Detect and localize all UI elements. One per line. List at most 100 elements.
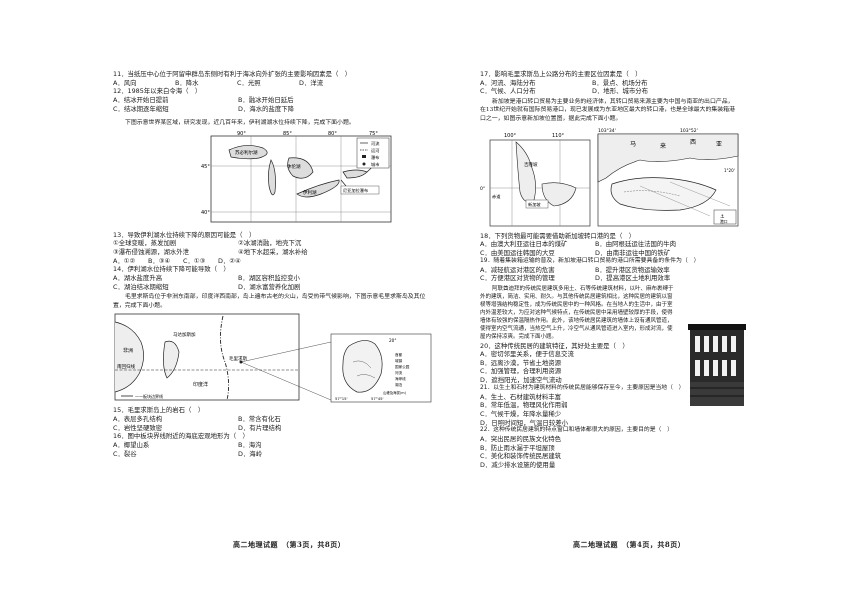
question-20: 20．这种传统民居的建筑特征，其好处主要是（ ） <box>480 341 629 350</box>
latitude-label: 20° <box>389 338 396 343</box>
option: B．常年低温，物理风化作用弱 <box>480 401 568 410</box>
longitude-label: 80° <box>328 131 337 137</box>
passage-great-lakes: 下图示意世界某区域，研究发现，近几百年来，伊利湖湖水位持续下降，完成下面小题。 <box>125 120 355 127</box>
legend-label: 湖泊 <box>395 382 403 387</box>
option: D．由南非运往中国的铁矿 <box>595 248 671 257</box>
legend-label: 海岸线 <box>395 376 406 381</box>
question-15-options-row1: A．表层多孔结构 B．常含有化石 <box>113 415 443 424</box>
question-16-options-row1: A．椰望山系 B．海沟 <box>113 441 443 450</box>
legend-label: 国家公园 <box>395 364 410 369</box>
map-label: 来 <box>660 143 666 150</box>
option: B．降水 <box>175 78 199 87</box>
passage-dubai: 阿联酋迪拜的传统民居建筑多用土、石等传统建筑材料，以叶、麻布裹缚于外的建筑，简洁… <box>480 285 674 340</box>
option: C．美化和装饰传统民居建筑 <box>480 452 562 461</box>
option: C．裂谷 <box>113 449 137 458</box>
question-17: 17．影响毛里求斯岛上公路分布的主要区位因素是（ ） <box>480 70 642 78</box>
option: C．由美国运往韩国的大豆 <box>480 248 555 257</box>
statement-item: ①全球变暖，蒸发加剧 <box>113 239 177 248</box>
option: B．融冰开始日延后 <box>238 95 294 104</box>
option: D．减少排水设施的使用量 <box>480 460 556 469</box>
question-13: 13．导致伊利湖水位持续下降的原因可能是（ ） <box>113 230 256 239</box>
place-label: 伊利湖 <box>303 189 317 196</box>
map-label: 新加坡 <box>528 201 541 208</box>
option: B．防止雨水漏于平坦屋顶 <box>480 443 555 452</box>
map-label: 马 <box>630 140 636 148</box>
map-label: 马达加斯加 <box>173 331 196 338</box>
option: A．湖水盐度升高 <box>113 273 163 282</box>
option: B．提升港区货物运输效率 <box>595 265 670 274</box>
question-11: 11．当纸压中心位于阿留申群岛东侧时有利于海冰向外扩张的主要影响因素是（ ） <box>113 70 352 78</box>
option: A．①② <box>113 256 136 265</box>
option: C．方便港区对货物的管理 <box>480 274 555 283</box>
option: B．由阿根廷运往法国的牛肉 <box>595 240 677 249</box>
longitude-label: 57°45' <box>371 396 384 401</box>
wind-tower-photo <box>682 318 752 408</box>
question-16-options-row2: C．裂谷 D．海岭 <box>113 450 443 459</box>
question-15: 15．毛里求斯岛上的岩石（ ） <box>113 406 205 415</box>
option: C．加强管理，合理利用资源 <box>480 367 562 376</box>
place-label: 苏必利尔湖 <box>235 149 258 156</box>
question-17-options-row2: C．气候、人口分布 D．地形、城市分布 <box>480 87 740 96</box>
option: D．日照时间短，气温日较差小 <box>480 418 568 427</box>
passage-singapore: 新加坡是港口转口贸易为主要业务的经济体，其转口贸易来源主要为中国与南亚的出口产品… <box>480 98 735 123</box>
longitude-label: 103°52' <box>680 128 698 134</box>
map-label: 亚 <box>716 141 722 148</box>
longitude-label: 85° <box>283 131 292 137</box>
option: A．椰望山系 <box>113 440 150 449</box>
option: C．结冰期逐年缩短 <box>113 104 169 113</box>
option: D．提高港区土地利用效率 <box>595 274 671 283</box>
question-18: 18．下列货物最可能需要借助新加坡转口港的是（ ） <box>480 231 636 240</box>
legend-label: 山峰及海拔(m) <box>383 390 407 395</box>
longitude-label: 57°15' <box>335 396 348 401</box>
option: B．远离沙漠，节省土地资源 <box>480 358 562 367</box>
question-16: 16．图中板块界线附近的海底宏观地形为（ ） <box>113 432 249 441</box>
option: A．由澳大利亚运往日本的煤矿 <box>480 240 568 249</box>
question-17-options-row1: A．河流、海陆分布 B．景点、机场分布 <box>480 79 740 88</box>
option: D．遮挡阳光，加速空气流动 <box>480 376 562 385</box>
option: B．常含有化石 <box>238 415 281 424</box>
passage-mauritius: 毛里求斯岛位于非洲东南部，印度洋西南部，岛上遍布古老的火山，岛受热带气候影响，下… <box>113 294 426 309</box>
question-21: 21．以生土和石材为建筑材料的传统民居能够保存至今，主要原因是当地（ ） <box>480 384 685 391</box>
option: D．②④ <box>218 256 241 265</box>
right-page-column: 17．影响毛里求斯岛上公路分布的主要区位因素是（ ） A．河流、海陆分布 B．景… <box>480 70 740 470</box>
option: D．洋流 <box>299 78 324 87</box>
option: B．③④ <box>148 256 171 265</box>
map-label: 西 <box>690 139 696 146</box>
left-page-column: 11．当纸压中心位于阿留申群岛东侧时有利于海冰向外扩张的主要影响因素是（ ） A… <box>113 70 443 458</box>
map-label: 毛里求斯 <box>229 355 247 362</box>
question-19-options-row2: C．方便港区对货物的管理 D．提高港区土地利用效率 <box>480 274 740 283</box>
option: D．有片理结构 <box>238 423 282 432</box>
map-label: ——板块边界线 <box>135 393 163 399</box>
legend-label: 城镇 <box>395 358 403 363</box>
latitude-label: 45° <box>201 164 210 170</box>
singapore-map: 100° 110° 吉隆坡 新加坡 0° 赤道 103°34' 103°52' … <box>480 128 739 226</box>
question-19-options-row1: A．减轻航运对港区的危害 B．提升港区货物运输效率 <box>480 266 740 275</box>
option: D．海岭 <box>238 449 263 458</box>
option: B．景点、机场分布 <box>592 78 648 87</box>
question-15-options-row2: C．岩性坚硬致密 D．有片理结构 <box>113 424 443 433</box>
option: C．气候、人口分布 <box>480 87 536 96</box>
option: C．气候干燥，年降水量稀少 <box>480 409 562 418</box>
great-lakes-map: 90° 85° 80° 75° 45° 40° 苏必利尔湖 休伦湖 伊利湖 尼亚… <box>201 131 392 223</box>
question-11-options: A．风向 B．降水 C．光照 D．洋流 <box>113 79 443 88</box>
statement-item: ②冰湖消融，地壳下沉 <box>238 239 302 248</box>
longitude-label: 110° <box>552 133 565 139</box>
question-22: 22．这种传统民居建筑的特点窗口和墙体都很大的原因，主要目的是（ ） <box>480 427 673 434</box>
legend-label: 河流 <box>395 370 403 375</box>
legend-label: 河流 <box>371 140 380 147</box>
question-18-options-row1: A．由澳大利亚运往日本的煤矿 B．由阿根廷运往法国的牛肉 <box>480 240 740 249</box>
option: C．①③ <box>183 256 206 265</box>
option: C．湖泊结冰期缩短 <box>113 282 169 291</box>
latitude-label: 1°20' <box>724 168 735 173</box>
question-14: 14．伊利湖水位持续下降可能导致（ ） <box>113 265 230 274</box>
question-14-options-row2: C．湖泊结冰期缩短 D．湖水富营养化加剧 <box>113 283 443 292</box>
option: A．结冰开始日提前 <box>113 95 169 104</box>
longitude-label: 90° <box>237 131 246 137</box>
mauritius-map: 非洲 马达加斯加 毛里求斯 南回归线 印度洋 ——板块边界线 20° 57°15… <box>114 313 432 403</box>
place-label: 休伦湖 <box>287 163 301 170</box>
option: D．地形、城市分布 <box>592 87 649 96</box>
option: A．突出民居的民族文化特色 <box>480 434 562 443</box>
map-label: 南回归线 <box>117 363 135 370</box>
anchor-icon: ⚓ <box>720 214 724 220</box>
legend-label: 港口 <box>720 219 728 224</box>
